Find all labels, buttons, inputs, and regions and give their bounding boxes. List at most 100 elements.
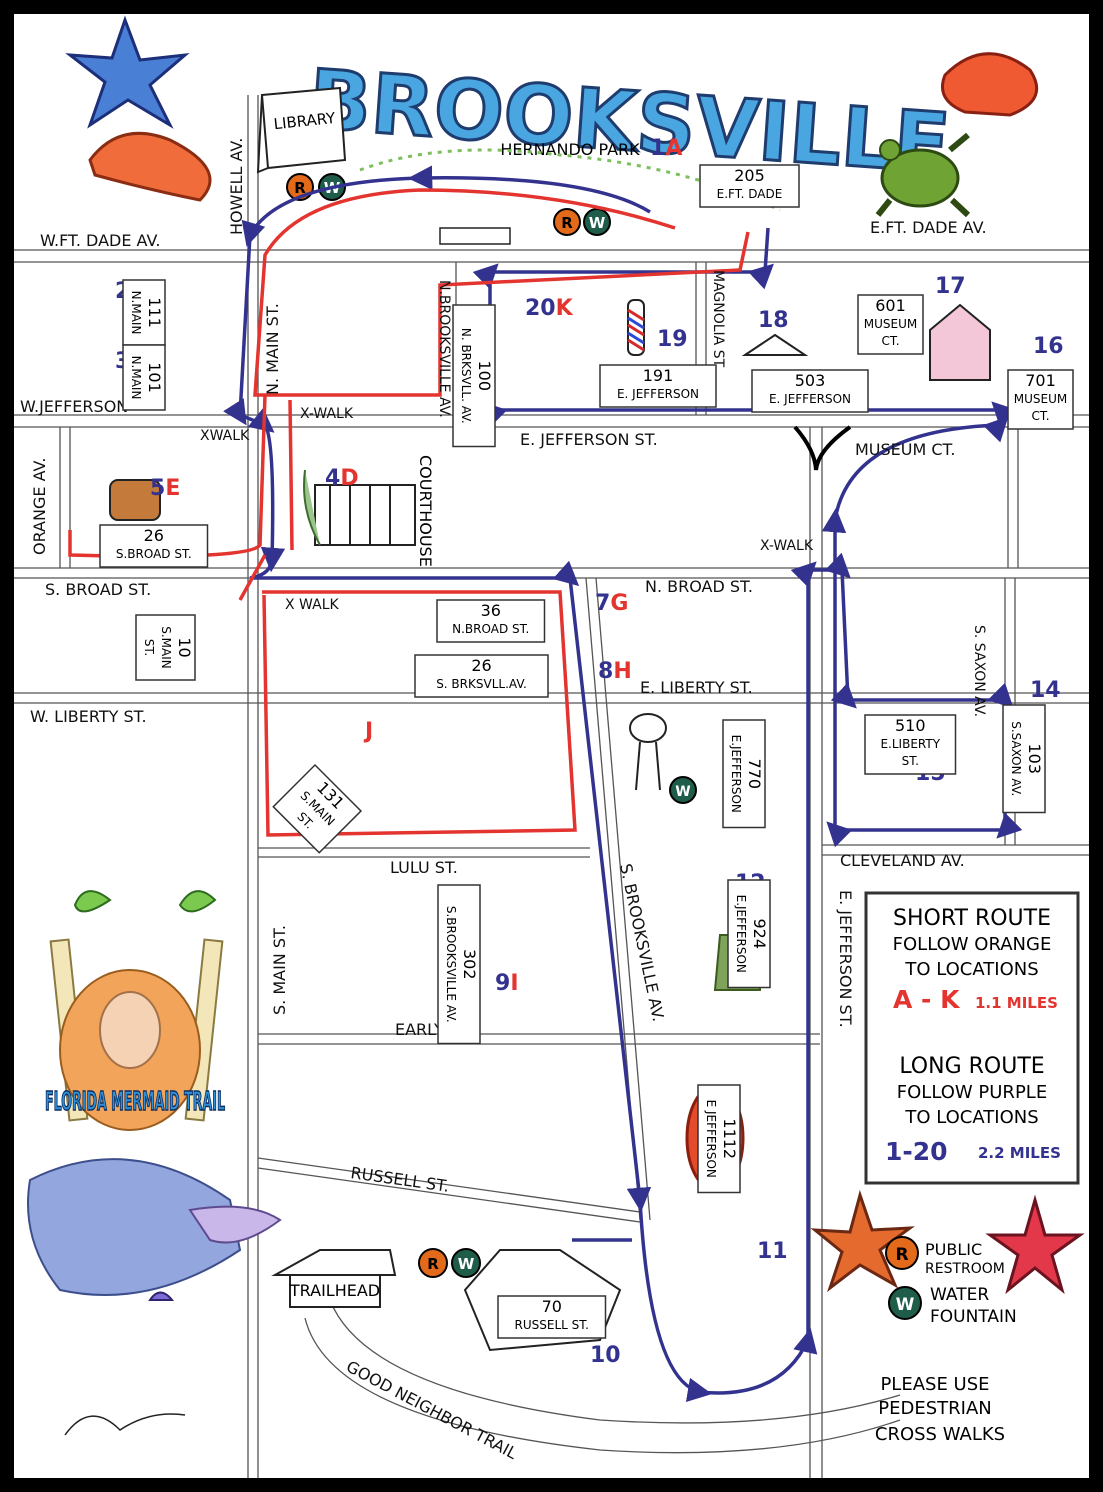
address-line: 70 <box>542 1297 562 1316</box>
scallop-shell-icon <box>941 52 1039 117</box>
street-label-n-broad: N. BROAD ST. <box>645 577 753 596</box>
stop-label: 1A <box>650 136 682 161</box>
legend-short-title: SHORT ROUTE <box>893 906 1051 931</box>
stop-2b[interactable]: 2B111N.MAIN <box>115 279 166 346</box>
address-plaque: 26S. BRKSVLL.AV. <box>414 654 549 698</box>
address-line: MUSEUM <box>1014 392 1067 406</box>
starfish-blue-icon <box>65 15 190 129</box>
svg-text:PLEASE USE: PLEASE USE <box>880 1374 989 1395</box>
crosswalk-label: X WALK <box>285 597 339 613</box>
address-line: ST. <box>902 754 919 768</box>
stop-label: 20K <box>525 296 574 321</box>
restroom-icon-park: R <box>553 208 581 236</box>
address-line: 111 <box>145 297 164 328</box>
restroom-key-icon <box>885 1236 919 1270</box>
icon-key: R PUBLIC RESTROOM W WATER FOUNTAIN <box>885 1236 1017 1327</box>
stop-12[interactable]: 12924E.JEFFERSON <box>727 871 771 989</box>
water-fountain-icon-trailhead: W <box>451 1248 481 1278</box>
street-label-s-broad: S. BROAD ST. <box>45 580 151 599</box>
hernando-park-label: HERNANDO PARK <box>500 140 640 159</box>
restroom-key-label2: RESTROOM <box>925 1261 1005 1277</box>
address-line: 1112 <box>720 1118 739 1159</box>
stop-label: 7G <box>595 591 628 616</box>
address-line: 503 <box>795 371 826 390</box>
stop-3c[interactable]: 3C101N.MAIN <box>115 344 166 411</box>
stop-label: 4D <box>325 466 359 491</box>
stop-4d[interactable]: 4D <box>325 466 359 491</box>
address-line: N.MAIN <box>129 291 143 335</box>
artist-signature <box>64 1413 186 1436</box>
street-label-w-liberty: W. LIBERTY ST. <box>30 707 147 726</box>
svg-text:W: W <box>675 784 690 800</box>
crosswalk-label: X-WALK <box>760 538 814 554</box>
legend-long-line2: TO LOCATIONS <box>904 1107 1038 1128</box>
address-line: 26 <box>471 656 491 675</box>
address-line: 770 <box>745 758 764 789</box>
stop-label: 9I <box>495 971 519 996</box>
stop-label: 8H <box>598 659 632 684</box>
street-label-n-main: N. MAIN ST. <box>263 303 282 395</box>
address-line: 26 <box>144 526 164 545</box>
route-legend: SHORT ROUTE FOLLOW ORANGE TO LOCATIONS A… <box>864 891 1080 1185</box>
legend-long-title: LONG ROUTE <box>899 1054 1044 1079</box>
address-line: E.JEFFERSON <box>729 735 743 813</box>
water-key-label2: FOUNTAIN <box>930 1307 1017 1327</box>
stop-8h[interactable]: 8H 26S. BRKSVLL.AV. <box>414 654 632 698</box>
address-line: S.MAIN <box>159 626 173 669</box>
address-line: 101 <box>145 362 164 393</box>
mermaid-trail-label: FLORIDA MERMAID TRAIL <box>45 1087 225 1117</box>
barber-pole-icon <box>627 299 645 356</box>
stop-label: 16 <box>1033 334 1064 359</box>
stop-label: 18 <box>758 308 789 333</box>
street-label-e-jefferson: E. JEFFERSON ST. <box>520 430 658 449</box>
address-line: RUSSELL ST. <box>515 1318 589 1332</box>
address-line: 10 <box>175 637 194 657</box>
address-line: 701 <box>1025 371 1056 390</box>
street-label-orange: ORANGE AV. <box>30 458 49 555</box>
legend-short-line2: TO LOCATIONS <box>904 959 1038 980</box>
stop-13[interactable]: 13770E.JEFFERSON <box>722 719 766 829</box>
svg-text:R: R <box>895 1245 908 1265</box>
water-fountain-icon-tower: W <box>669 776 697 804</box>
svg-text:W: W <box>896 1295 915 1315</box>
street-label-howell: HOWELL AV. <box>227 138 246 235</box>
svg-text:CROSS WALKS: CROSS WALKS <box>875 1424 1005 1445</box>
svg-text:PEDESTRIAN: PEDESTRIAN <box>878 1398 991 1419</box>
mermaid-illustration: FLORIDA MERMAID TRAIL <box>27 890 282 1301</box>
address-line: S.BROAD ST. <box>116 547 192 561</box>
water-fountain-icon-park: W <box>583 208 611 236</box>
water-fountain-key-icon <box>888 1286 922 1320</box>
stop-label: 19 <box>657 327 688 352</box>
trailhead-shelter: TRAILHEAD <box>271 1249 397 1308</box>
address-line: 601 <box>875 296 906 315</box>
address-line: E JEFFERSON <box>704 1100 718 1178</box>
address-line: E.JEFFERSON <box>734 895 748 973</box>
trailhead-label: TRAILHEAD <box>289 1281 380 1300</box>
street-label-e-liberty: E. LIBERTY ST. <box>640 678 753 697</box>
svg-text:W: W <box>589 214 606 232</box>
address-line: 103 <box>1025 743 1044 774</box>
address-line: 510 <box>895 716 926 735</box>
